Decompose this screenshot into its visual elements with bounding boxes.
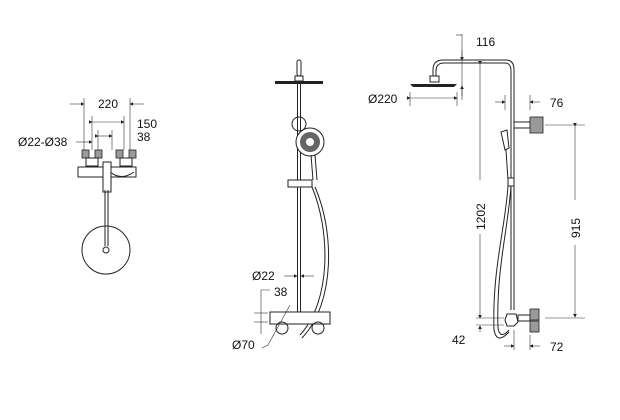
dim-width-label: 220: [98, 97, 118, 111]
dim-head-diameter-label: Ø220: [368, 92, 398, 106]
dim-eccentric-label: 38: [137, 130, 151, 144]
shower-column-side-view: 116 Ø220 1202 76 915 42: [368, 34, 585, 354]
dim-head-drop-label: 116: [476, 35, 495, 49]
dim-center-distance-label: 150: [137, 117, 157, 131]
dim-bottom-offset-label: 42: [452, 333, 466, 347]
shower-column-front-view: Ø22 38 Ø70: [232, 59, 331, 352]
bath-mixer-view: 220 150 38 Ø22-Ø38: [18, 97, 157, 275]
dim-offset-label: 38: [274, 285, 288, 299]
dim-bracket-spacing-label: 915: [569, 218, 583, 238]
dim-escutcheon-label: Ø70: [232, 338, 255, 352]
dim-valve-depth-label: 72: [550, 340, 564, 354]
dim-height-label: 1202: [474, 203, 488, 230]
dim-pipe-diameter-label: Ø22: [252, 269, 275, 283]
dim-connection-label: Ø22-Ø38: [18, 135, 68, 149]
dim-bracket-depth-label: 76: [550, 96, 564, 110]
